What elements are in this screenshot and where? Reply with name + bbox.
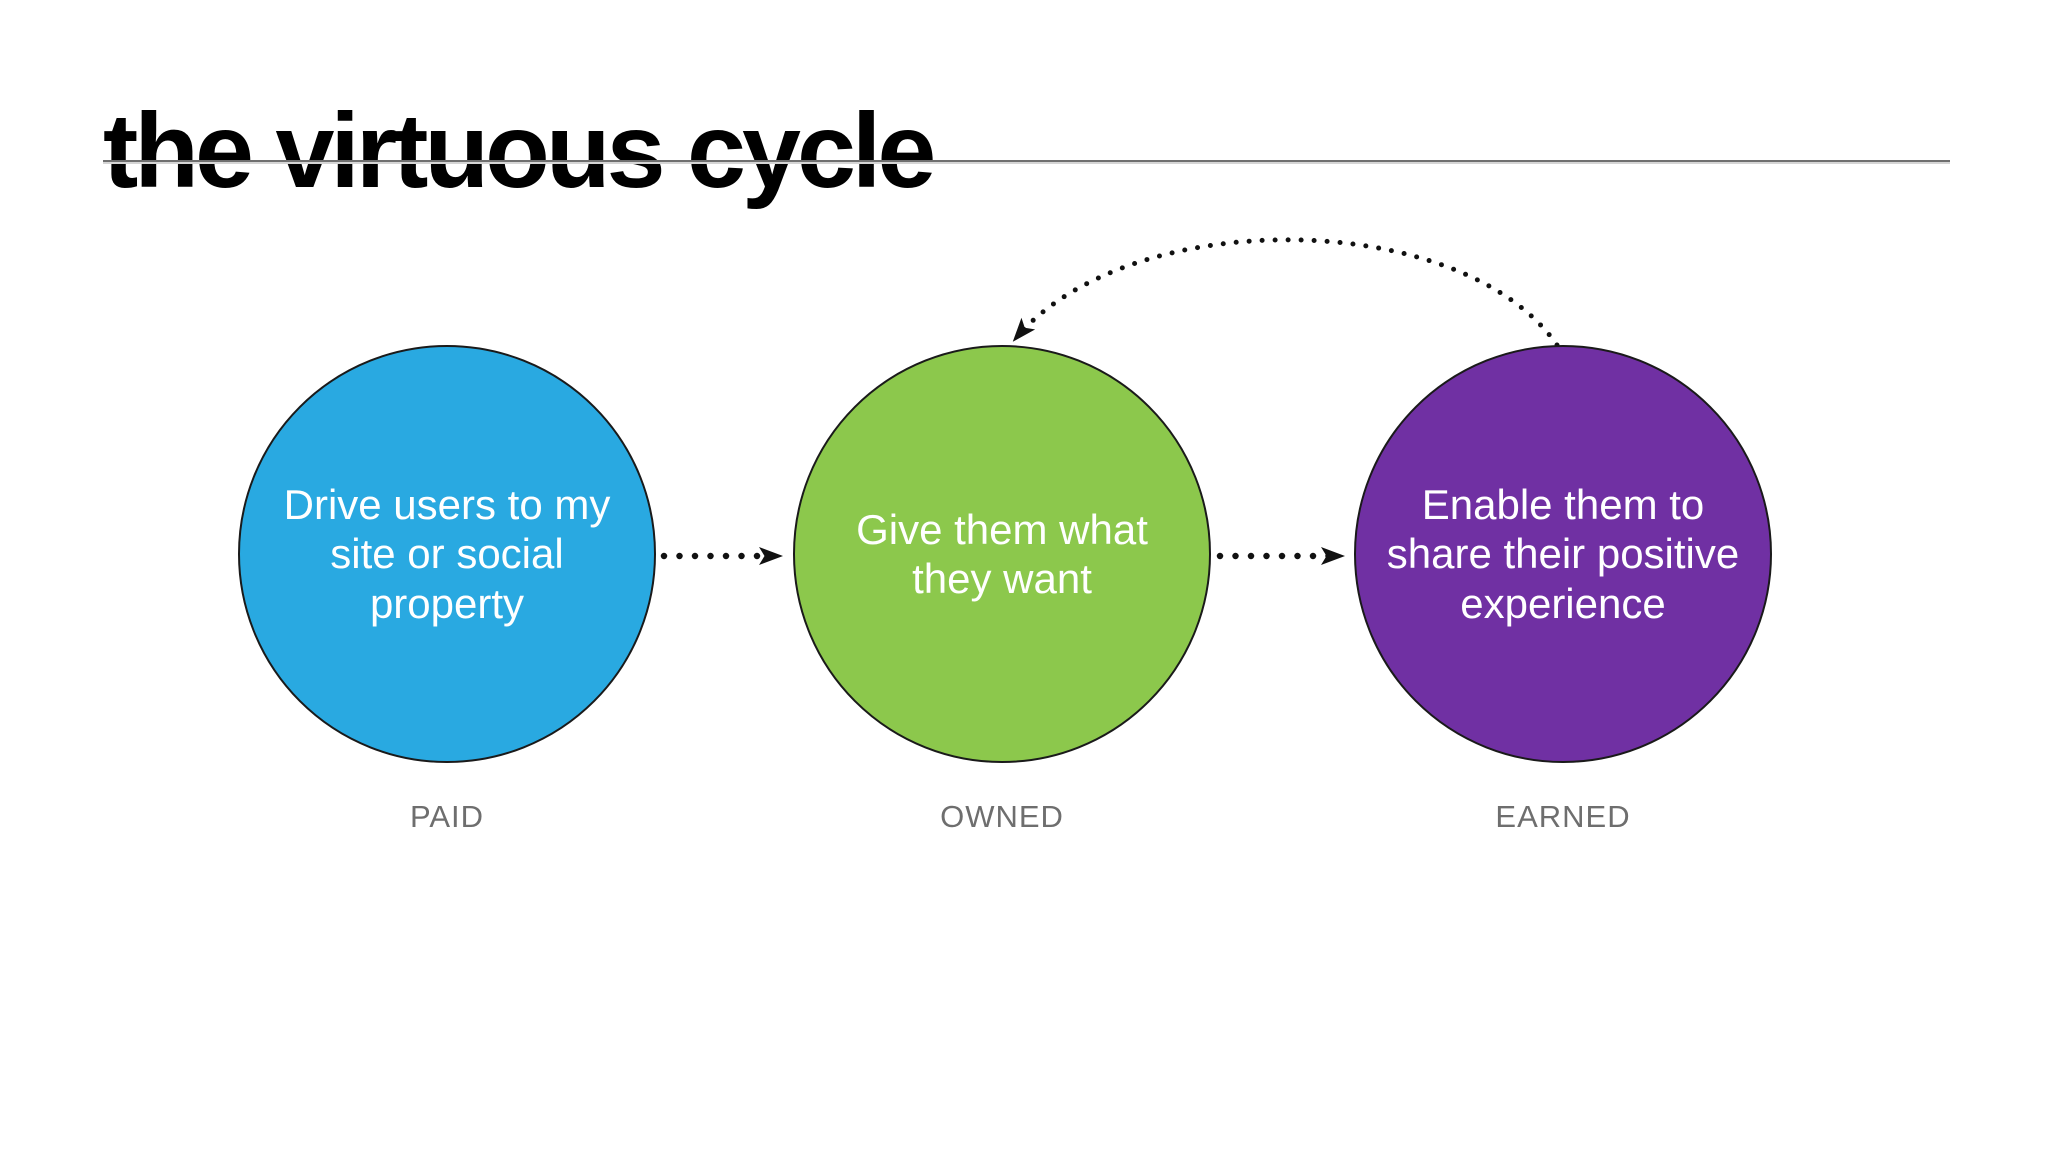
paid-circle: Drive users to my site or social propert… (238, 345, 656, 763)
slide-title: the virtuous cycle (103, 92, 936, 211)
owned-circle-text: Give them what they want (856, 505, 1148, 603)
node-paid: Drive users to my site or social propert… (197, 345, 697, 835)
paid-label: PAID (409, 799, 485, 834)
node-earned: Enable them to share their positive expe… (1313, 345, 1813, 835)
earned-circle-text: Enable them to share their positive expe… (1387, 480, 1740, 627)
title-divider (103, 160, 1950, 162)
owned-label: OWNED (940, 799, 1064, 834)
circle-text-line: Enable them to (1421, 481, 1705, 529)
owned-circle: Give them what they want (793, 345, 1211, 763)
circle-text-line: experience (1460, 579, 1666, 627)
circle-text-line: Give them what (856, 505, 1148, 553)
circle-text-line: share their positive (1386, 530, 1740, 578)
circle-text-line: they want (912, 555, 1092, 602)
circle-text-line: property (369, 579, 525, 627)
circle-text-line: site or social (330, 530, 564, 578)
circle-text-line: Drive users to my (283, 481, 611, 529)
connector-earned-to-owned-feedback-arc (1012, 237, 1560, 348)
earned-circle: Enable them to share their positive expe… (1354, 345, 1772, 763)
node-owned: Give them what they want OWNED (752, 345, 1252, 835)
earned-label: EARNED (1495, 799, 1631, 834)
paid-circle-text: Drive users to my site or social propert… (284, 480, 611, 627)
